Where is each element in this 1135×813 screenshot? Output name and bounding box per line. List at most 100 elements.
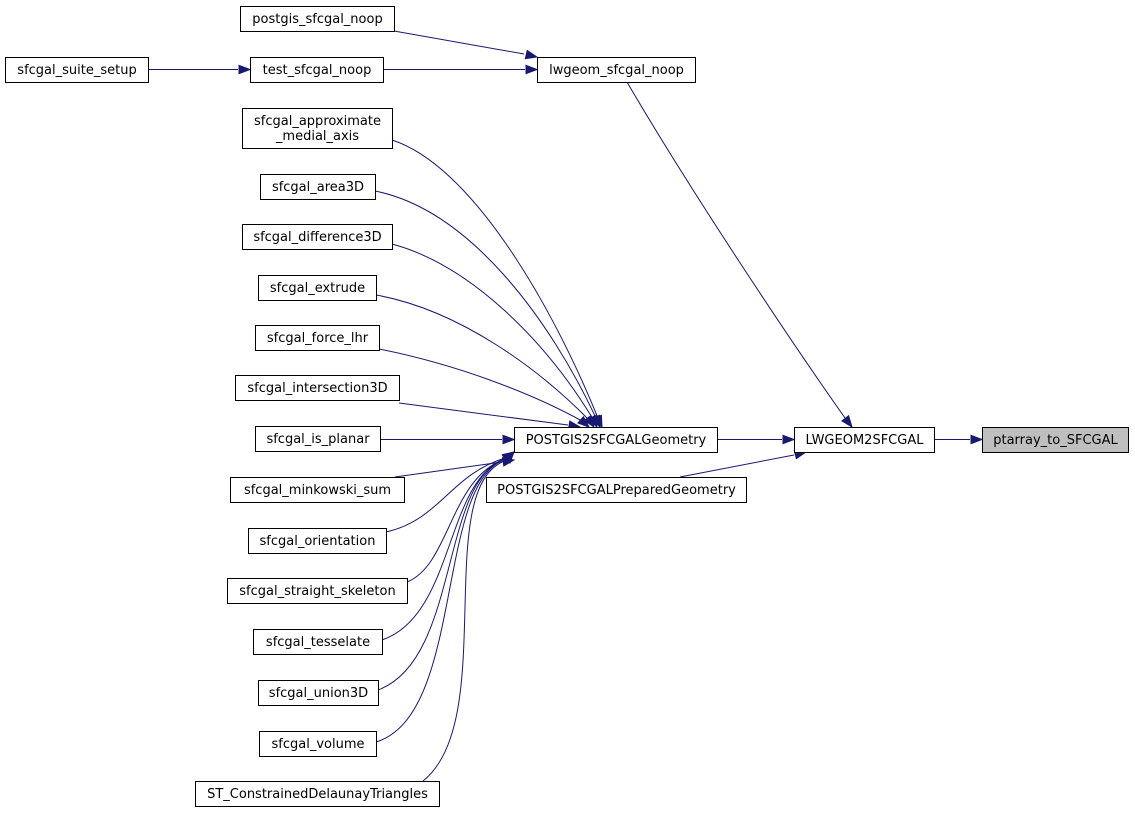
node-extrude[interactable]: sfcgal_extrude [258,275,377,301]
node-label: sfcgal_area3D [272,180,364,195]
edge-area3d-to-postgis2sfcgalgeom [374,190,601,429]
node-box [242,108,393,149]
node-box [227,578,408,604]
node-postgis_noop[interactable]: postgis_sfcgal_noop [240,6,395,32]
node-box [248,528,387,554]
edge-approx-to-postgis2sfcgalgeom [391,139,603,429]
edge-line [422,459,508,782]
edge-isplanar-to-postgis2sfcgalgeom [380,434,516,445]
node-label: POSTGIS2SFCGALPreparedGeometry [497,483,736,498]
node-ptarray: ptarray_to_SFCGAL [982,427,1129,453]
node-suite_setup[interactable]: sfcgal_suite_setup [5,57,149,83]
edge-arrowhead [782,434,796,445]
edge-line [398,402,569,426]
node-label: sfcgal_orientation [260,534,376,549]
edge-line [626,81,846,419]
node-union3d[interactable]: sfcgal_union3D [258,680,379,706]
node-inter3d[interactable]: sfcgal_intersection3D [235,375,400,401]
edge-arrowhead [577,415,591,428]
node-label: sfcgal_tesselate [266,635,370,650]
edge-arrowhead [970,434,984,445]
edge-line [391,243,594,420]
node-box [235,375,400,401]
node-box [486,477,747,503]
node-label: sfcgal_difference3D [253,230,381,245]
node-minkowski[interactable]: sfcgal_minkowski_sum [230,477,405,503]
edge-postgis2sfcgalgeom-to-lwgeom2sfcgal [717,434,796,445]
node-box [514,427,718,453]
node-label: lwgeom_sfcgal_noop [549,63,684,78]
node-volume[interactable]: sfcgal_volume [259,731,377,757]
edge-line [378,348,583,422]
node-area3d[interactable]: sfcgal_area3D [260,174,376,200]
node-label: test_sfcgal_noop [263,63,372,78]
edge-line [375,458,507,743]
node-label: sfcgal_force_lhr [267,331,369,346]
node-label: ST_ConstrainedDelaunayTriangles [207,787,428,802]
node-label: sfcgal_approximate [254,114,381,129]
graph-nodes: ptarray_to_SFCGAL LWGEOM2SFCGAL POSTGIS2SF… [5,6,1129,807]
edge-suite_setup-to-test_noop [148,64,252,75]
node-label: sfcgal_is_planar [266,432,370,447]
node-label: sfcgal_straight_skeleton [239,584,395,599]
node-box [258,275,377,301]
node-box [258,680,379,706]
node-box [259,731,377,757]
node-box [5,57,149,83]
node-label: sfcgal_volume [272,737,365,752]
edge-arrowhead [525,64,539,75]
edge-test_noop-to-lwgeom_noop [383,64,539,75]
edge-postgis2sfcgalprep-to-lwgeom2sfcgal [679,450,808,478]
edge-line [393,30,525,55]
edge-lwgeom_noop-to-lwgeom2sfcgal [626,81,853,429]
edge-line [406,458,506,583]
node-box [242,224,393,250]
node-isplanar[interactable]: sfcgal_is_planar [255,426,381,452]
node-lwgeom2sfcgal[interactable]: LWGEOM2SFCGAL [794,427,935,453]
node-label: LWGEOM2SFCGAL [806,433,925,448]
node-diff3d[interactable]: sfcgal_difference3D [242,224,393,250]
node-box [253,629,383,655]
node-box [255,426,381,452]
edge-inter3d-to-postgis2sfcgalgeom [398,402,582,430]
node-stcdt[interactable]: ST_ConstrainedDelaunayTriangles [195,781,440,807]
node-box [982,427,1129,453]
node-box [195,781,440,807]
edge-line [375,294,590,421]
edge-line [394,461,503,478]
edge-line [385,457,506,533]
node-orient[interactable]: sfcgal_orientation [248,528,387,554]
node-forcelhr[interactable]: sfcgal_force_lhr [255,325,380,351]
node-box [240,6,395,32]
edge-postgis_noop-to-lwgeom_noop [393,30,539,60]
node-lwgeom_noop[interactable]: lwgeom_sfcgal_noop [537,57,696,83]
node-box [794,427,935,453]
edge-line [679,454,795,478]
node-postgis2sfcgalgeom[interactable]: POSTGIS2SFCGALGeometry [514,427,718,453]
node-label: postgis_sfcgal_noop [252,12,382,27]
node-box [260,174,376,200]
node-postgis2sfcgalprep[interactable]: POSTGIS2SFCGALPreparedGeometry [486,477,747,503]
edge-lwgeom2sfcgal-to-ptarray [934,434,984,445]
node-tess[interactable]: sfcgal_tesselate [253,629,383,655]
edge-extrude-to-postgis2sfcgalgeom [375,294,595,429]
node-label: sfcgal_minkowski_sum [244,483,391,498]
node-straight[interactable]: sfcgal_straight_skeleton [227,578,408,604]
edge-line [374,190,597,419]
edge-straight-to-postgis2sfcgalgeom [406,451,516,583]
node-test_noop[interactable]: test_sfcgal_noop [250,57,384,83]
edge-arrowhead [524,49,539,60]
edge-arrowhead [502,434,516,445]
node-box [255,325,380,351]
node-box [537,57,696,83]
node-label: _medial_axis [275,129,359,144]
node-label: sfcgal_extrude [270,281,365,296]
node-label: POSTGIS2SFCGALGeometry [526,433,707,448]
edge-diff3d-to-postgis2sfcgalgeom [391,243,598,429]
edge-arrowhead [583,414,595,429]
edge-line [391,139,599,419]
node-box [230,477,405,503]
node-approx[interactable]: sfcgal_approximate_medial_axis [242,108,393,149]
node-label: sfcgal_intersection3D [247,381,387,396]
